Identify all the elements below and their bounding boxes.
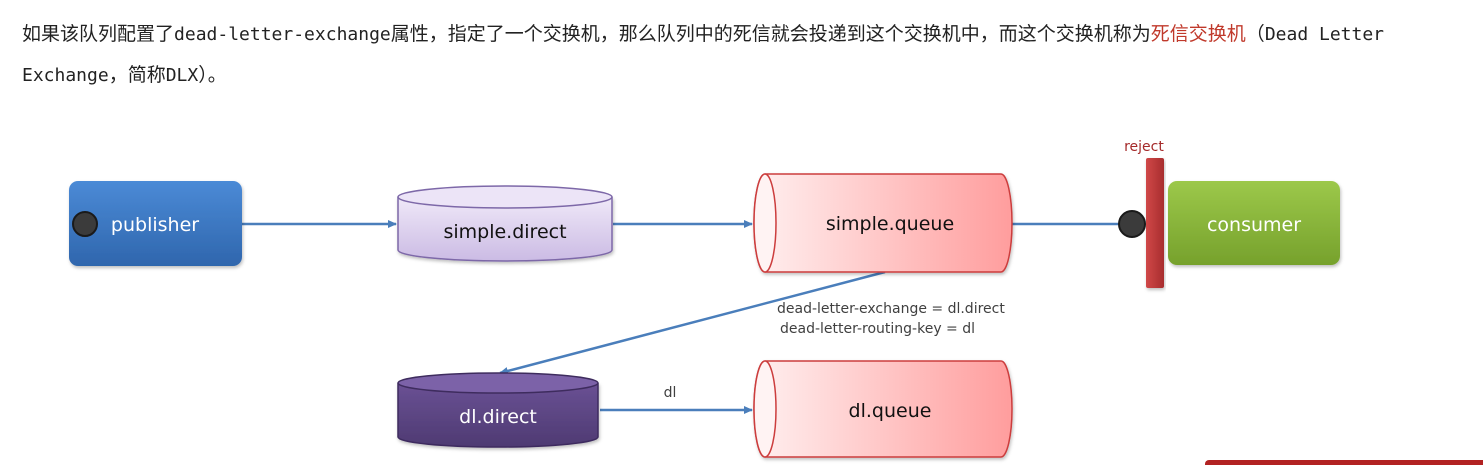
intro-highlight: 死信交换机 bbox=[1150, 23, 1246, 45]
simple-queue-end bbox=[753, 173, 777, 273]
dl-queue-label: dl.queue bbox=[849, 400, 932, 422]
simple-queue-label: simple.queue bbox=[826, 213, 954, 235]
intro-text-7: DLX bbox=[165, 65, 199, 86]
intro-text-4: （ bbox=[1245, 23, 1265, 45]
config-exchange-label: dead-letter-exchange = dl.direct bbox=[777, 301, 1005, 317]
intro-text-5: Dead Letter Exchange bbox=[22, 24, 1385, 86]
publisher-port bbox=[72, 211, 98, 237]
simple-direct-body bbox=[397, 197, 613, 262]
publisher-box bbox=[69, 181, 242, 266]
config-routing-key-label: dead-letter-routing-key = dl bbox=[780, 321, 975, 337]
simple-direct-top bbox=[397, 185, 613, 209]
intro-text-6: ，简称 bbox=[108, 64, 166, 86]
dl-queue-end bbox=[753, 360, 777, 458]
simple-direct-label: simple.direct bbox=[443, 221, 566, 243]
dl-direct-body bbox=[397, 383, 599, 448]
publisher-node: publisher bbox=[69, 181, 242, 266]
dl-direct-label: dl.direct bbox=[459, 406, 537, 428]
reject-node: reject bbox=[1124, 139, 1164, 288]
consumer-box bbox=[1168, 181, 1340, 265]
intro-text-8: ）。 bbox=[198, 64, 227, 86]
intro-text-3: 属性，指定了一个交换机，那么队列中的死信就会投递到这个交换机中，而这个交换机称为 bbox=[390, 23, 1151, 45]
simple-direct-node: simple.direct bbox=[397, 185, 613, 262]
consumer-port bbox=[1118, 210, 1146, 238]
intro-paragraph: 如果该队列配置了dead-letter-exchange属性，指定了一个交换机，… bbox=[22, 14, 1462, 96]
dl-direct-top bbox=[397, 372, 599, 394]
consumer-node: consumer bbox=[1118, 181, 1340, 265]
publisher-label: publisher bbox=[111, 214, 199, 236]
simple-queue-node: simple.queue bbox=[753, 173, 1013, 273]
intro-text-2: dead-letter-exchange bbox=[174, 24, 391, 45]
routing-key-label: dl bbox=[664, 385, 677, 401]
arrow-simple-queue-to-dl-direct bbox=[499, 270, 886, 375]
dl-queue-node: dl.queue bbox=[753, 360, 1013, 458]
consumer-label: consumer bbox=[1207, 214, 1301, 236]
reject-bar bbox=[1146, 158, 1164, 288]
page-accent-bar bbox=[1205, 460, 1483, 465]
reject-label: reject bbox=[1124, 139, 1164, 155]
dl-direct-node: dl.direct bbox=[397, 372, 599, 448]
intro-text-1: 如果该队列配置了 bbox=[22, 23, 175, 45]
